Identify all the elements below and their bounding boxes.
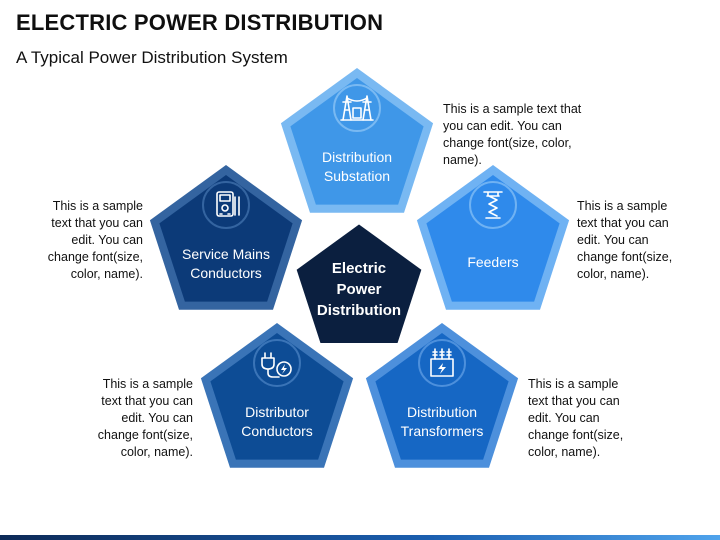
description-feeders: This is a sample text that you can edit. Y…	[577, 198, 697, 283]
description-line: edit. You can	[528, 411, 600, 425]
multimeter-icon	[216, 191, 240, 217]
description-line: edit. You can	[577, 233, 649, 247]
pentagon-label: Distributor	[245, 404, 309, 420]
description-distribution-transformers: This is a sample text that you can edit. Y…	[528, 376, 648, 461]
icon-badge	[418, 339, 466, 387]
description-line: color, name).	[528, 445, 601, 459]
page-title: ELECTRIC POWER DISTRIBUTION	[16, 10, 384, 35]
substation-icon	[340, 95, 374, 121]
center-label: Electric	[332, 260, 386, 277]
description-line: text that you can	[101, 394, 193, 408]
description-line: This is a sample	[102, 377, 193, 391]
description-line: change font(size,	[47, 250, 143, 264]
description-line: change font(size, color,	[443, 136, 572, 150]
description-line: edit. You can	[121, 411, 193, 425]
center-label: Distribution	[317, 302, 401, 319]
pentagon-inner	[159, 175, 293, 302]
description-line: text that you can	[528, 394, 620, 408]
pentagon-label: Feeders	[467, 254, 518, 270]
pentagon-inner	[290, 78, 424, 205]
icon-badge	[253, 339, 301, 387]
insulator-icon	[483, 191, 503, 219]
description-line: name).	[443, 153, 482, 167]
plug-icon	[261, 352, 292, 378]
description-line: edit. You can	[71, 233, 143, 247]
pentagon-inner	[210, 333, 344, 460]
center-pentagon-shape	[291, 219, 427, 347]
pentagon-feeders: Feeders	[416, 165, 570, 310]
pentagon-label: Service Mains	[182, 246, 270, 262]
description-line: color, name).	[70, 267, 143, 281]
center-label: Power	[336, 281, 381, 298]
pentagon-label: Conductors	[241, 423, 313, 439]
description-line: change font(size,	[97, 428, 193, 442]
description-distributor-conductors: This is a sample text that you can edit. Y…	[60, 376, 193, 461]
description-line: change font(size,	[528, 428, 624, 442]
description-line: This is a sample text that	[443, 102, 582, 116]
pentagon-label: Transformers	[401, 423, 484, 439]
description-line: This is a sample	[52, 199, 143, 213]
icon-badge	[469, 181, 517, 229]
description-service-mains-conductors: This is a sample text that you can edit. Y…	[20, 198, 143, 283]
pentagon-inner	[375, 333, 509, 460]
pentagon-label: Distribution	[322, 149, 392, 165]
pentagon-label: Distribution	[407, 404, 477, 420]
pentagon-inner	[426, 175, 560, 302]
description-line: color, name).	[120, 445, 193, 459]
description-line: you can edit. You can	[443, 119, 562, 133]
description-line: This is a sample	[528, 377, 619, 391]
description-line: color, name).	[577, 267, 650, 281]
description-line: text that you can	[577, 216, 669, 230]
description-distribution-substation: This is a sample text that you can edit. …	[443, 101, 603, 169]
description-line: text that you can	[51, 216, 143, 230]
bottom-accent-bar	[0, 535, 720, 540]
description-line: This is a sample	[577, 199, 668, 213]
pentagon-label: Substation	[324, 168, 390, 184]
transformer-icon	[430, 348, 454, 377]
pentagon-label: Conductors	[190, 265, 262, 281]
description-line: change font(size,	[577, 250, 673, 264]
page-subtitle: A Typical Power Distribution System	[16, 48, 288, 67]
